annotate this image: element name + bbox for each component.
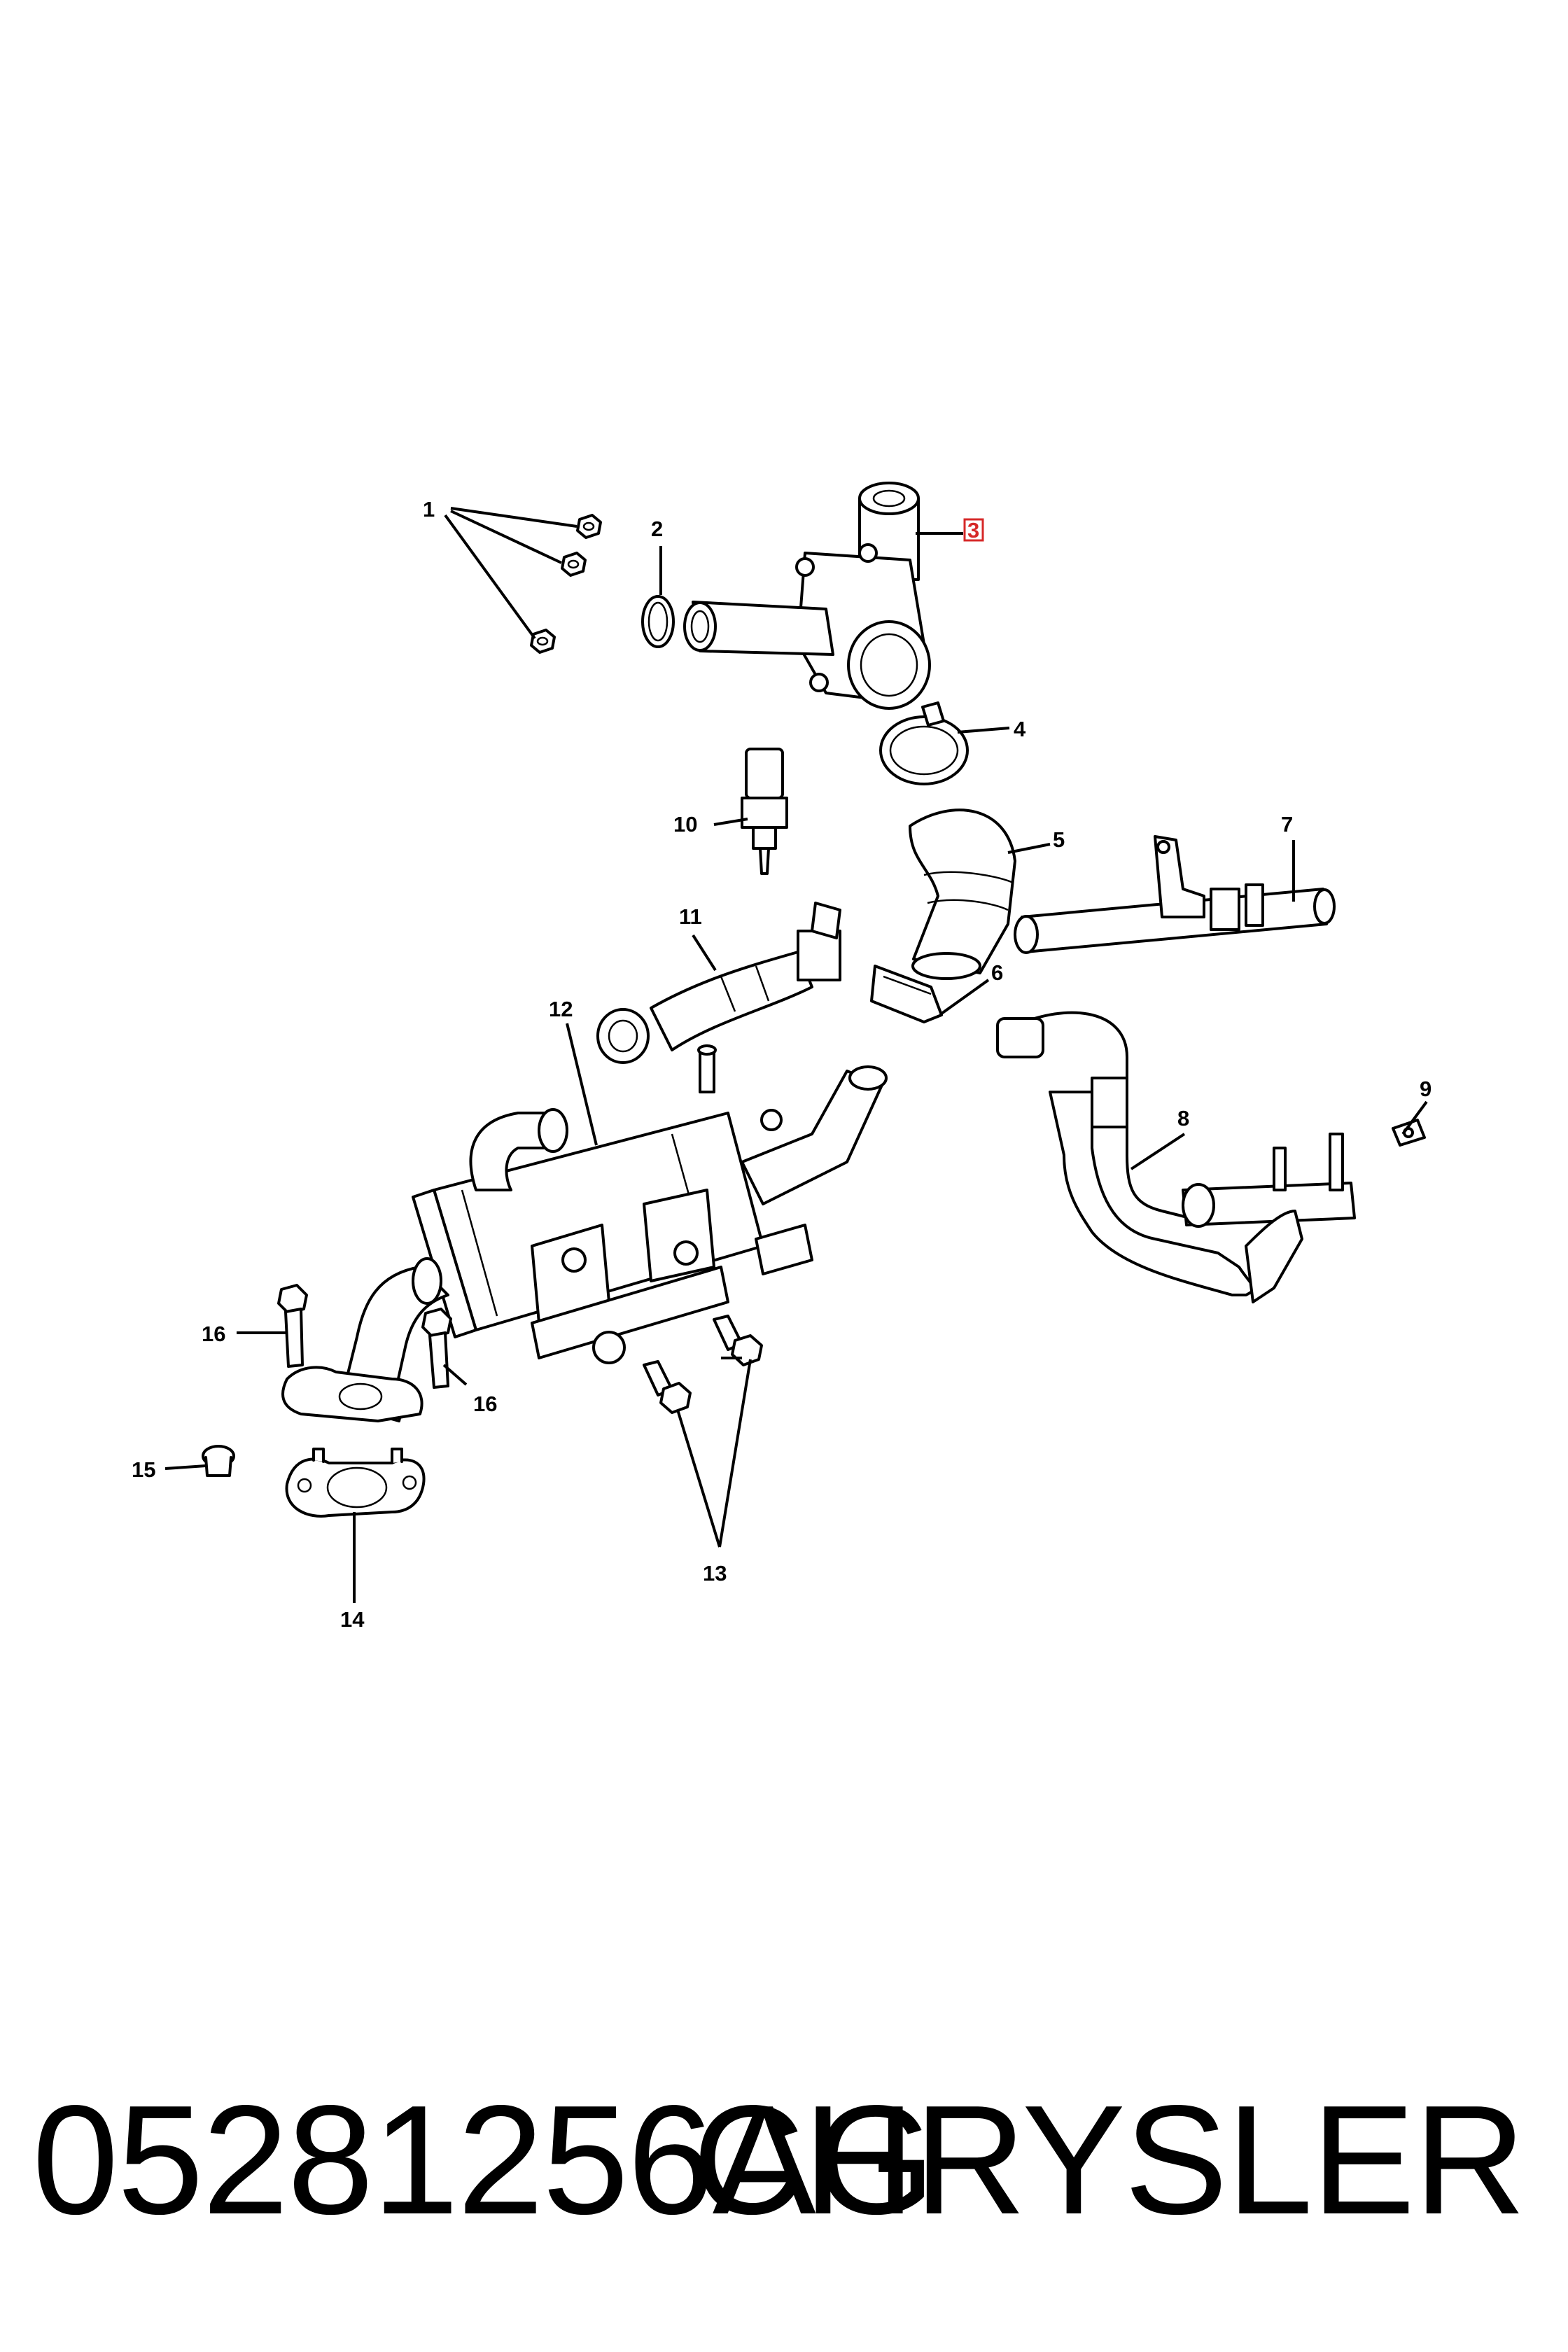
part-12-egr-cooler — [412, 1044, 888, 1364]
callout-8: 8 — [1177, 1106, 1189, 1130]
callout-10: 10 — [673, 812, 697, 836]
callout-labels: 1 2 3 4 5 6 7 8 9 10 11 12 13 14 15 16 1… — [132, 497, 1432, 1632]
callout-13: 13 — [703, 1561, 727, 1586]
part-11-bypass-hose — [596, 902, 841, 1064]
callout-15: 15 — [132, 1457, 155, 1482]
part-6-hose-clip — [870, 965, 943, 1023]
callout-1: 1 — [423, 497, 435, 522]
callout-4: 4 — [1014, 717, 1026, 741]
callout-5: 5 — [1053, 827, 1065, 852]
part-1-nuts — [530, 514, 602, 654]
callout-16-right: 16 — [473, 1392, 497, 1416]
part-14-gasket — [285, 1448, 426, 1518]
part-8-hose-assembly — [996, 1011, 1356, 1303]
callout-3: 3 — [967, 518, 979, 542]
part-14-flange — [281, 1366, 424, 1422]
callout-3-highlight — [963, 518, 984, 542]
part-16-studs — [277, 1284, 452, 1389]
callout-9: 9 — [1420, 1077, 1432, 1101]
callout-12: 12 — [549, 997, 573, 1021]
part-7-coolant-tube — [1014, 835, 1336, 954]
part-2-o-ring — [641, 595, 675, 648]
part-5-coolant-hose — [909, 808, 1016, 980]
brand-name: CHRYSLER — [692, 2073, 1526, 2247]
callout-11: 11 — [679, 904, 702, 929]
part-10-temperature-sensor — [741, 748, 788, 875]
part-number: 05281256AG — [32, 2073, 935, 2247]
part-13-bolts — [643, 1315, 763, 1414]
callout-6: 6 — [991, 960, 1003, 985]
part-3-thermostat-housing — [683, 482, 931, 710]
callout-16-left: 16 — [202, 1322, 225, 1346]
part-4-hose-clamp — [879, 701, 969, 785]
callout-2: 2 — [651, 517, 663, 541]
callout-14: 14 — [340, 1607, 365, 1632]
leader-lines — [164, 507, 1428, 1603]
callout-7: 7 — [1281, 812, 1293, 836]
part-15-plug — [202, 1445, 235, 1477]
